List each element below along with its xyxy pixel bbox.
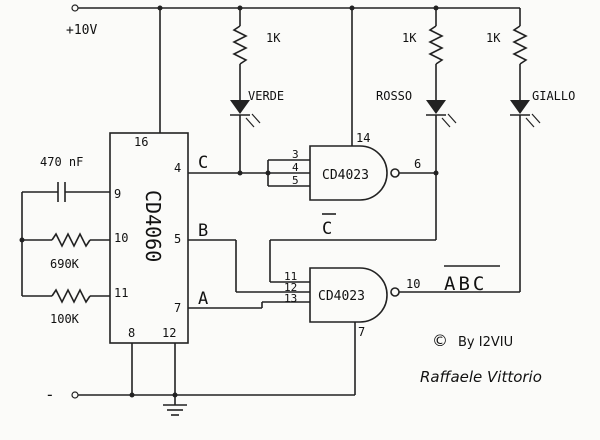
led-green-label: VERDE bbox=[248, 89, 284, 103]
cd4060-pin-8: 8 bbox=[128, 326, 135, 340]
gate-top-pin-14: 14 bbox=[356, 131, 370, 145]
gate-bottom-pin-10: 10 bbox=[406, 277, 420, 291]
resistor-690k-label: 690K bbox=[50, 257, 80, 271]
cd4060-pin-7: 7 bbox=[174, 301, 181, 315]
cd4060-pin-4: 4 bbox=[174, 161, 181, 175]
gate-top-pin-5: 5 bbox=[292, 174, 299, 187]
copyright-symbol: © bbox=[432, 331, 448, 350]
credit-text: By I2VIU bbox=[458, 335, 513, 350]
signal-b-label: B bbox=[198, 221, 208, 241]
green-led-branch bbox=[230, 8, 261, 173]
cd4060-ic bbox=[109, 8, 189, 395]
gate-bottom-pin-7: 7 bbox=[358, 325, 365, 339]
cd4060-name: CD4060 bbox=[141, 190, 165, 262]
gate-top-pin-6: 6 bbox=[414, 157, 421, 171]
red-led-branch bbox=[426, 8, 457, 240]
cd4060-pin-12: 12 bbox=[162, 326, 176, 340]
oscillator-network bbox=[19, 182, 110, 304]
resistor-100k-label: 100K bbox=[50, 312, 80, 326]
gate-bottom bbox=[188, 239, 520, 395]
gate-top-pin-4: 4 bbox=[292, 161, 299, 174]
cd4060-pin-16: 16 bbox=[134, 135, 148, 149]
gate-bottom-pin-11: 11 bbox=[284, 270, 297, 283]
led-yellow-label: GIALLO bbox=[532, 89, 575, 103]
cd4060-pin-10: 10 bbox=[114, 231, 128, 245]
led-red-label: ROSSO bbox=[376, 89, 412, 103]
signal-a-label: A bbox=[198, 289, 208, 309]
cd4060-pin-9: 9 bbox=[114, 187, 121, 201]
signal-c-label: C bbox=[198, 153, 208, 173]
signal-c-bar-label: C bbox=[322, 219, 332, 239]
positive-rail bbox=[71, 4, 520, 12]
gate-bottom-name: CD4023 bbox=[318, 289, 365, 304]
resistor-yellow-label: 1K bbox=[486, 31, 501, 45]
resistor-green-label: 1K bbox=[266, 31, 281, 45]
gate-bottom-pin-12: 12 bbox=[284, 281, 297, 294]
yellow-led-branch bbox=[510, 8, 541, 292]
gate-top-pin-3: 3 bbox=[292, 148, 299, 161]
author-signature: Raffaele Vittorio bbox=[420, 368, 542, 386]
gate-top bbox=[188, 8, 436, 201]
signal-abc-bar-label: ABC bbox=[444, 273, 487, 295]
gate-bottom-pin-13: 13 bbox=[284, 292, 297, 305]
supply-negative-label: - bbox=[45, 385, 55, 404]
negative-rail bbox=[71, 391, 355, 399]
cd4060-pin-11: 11 bbox=[114, 286, 128, 300]
supply-positive-label: +10V bbox=[66, 23, 97, 38]
resistor-red-label: 1K bbox=[402, 31, 417, 45]
capacitor-value: 470 nF bbox=[40, 155, 83, 169]
ground-symbol bbox=[163, 395, 187, 416]
cd4060-pin-5: 5 bbox=[174, 232, 181, 246]
gate-top-name: CD4023 bbox=[322, 168, 369, 183]
